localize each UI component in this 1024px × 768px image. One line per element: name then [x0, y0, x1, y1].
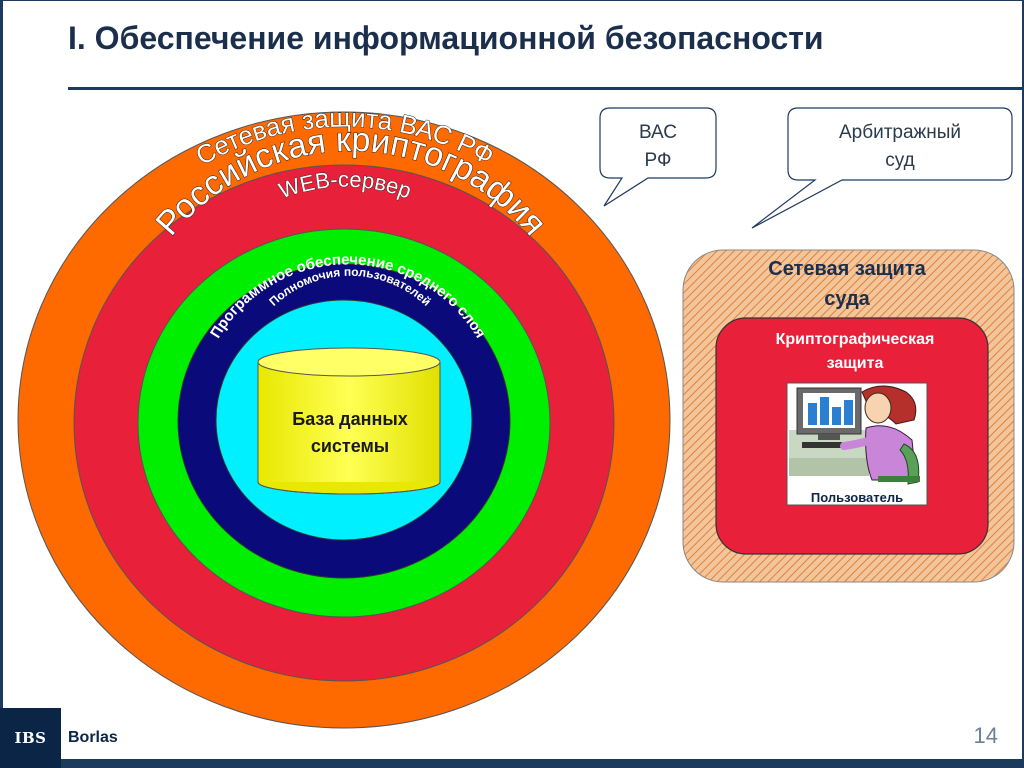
court-crypto-line2: защита — [827, 355, 884, 372]
court-crypto-line1: Криптографическая — [776, 331, 935, 348]
user-label: Пользователь — [811, 490, 903, 505]
title-divider — [68, 87, 1024, 90]
callout-vas — [599, 107, 717, 207]
user-at-computer-icon — [786, 382, 928, 506]
slide-title: I. Обеспечение информационной безопаснос… — [68, 20, 824, 56]
database-label-line1: База данных — [292, 409, 407, 429]
slide-frame-right — [1022, 0, 1024, 768]
callout-court-line2: суд — [885, 150, 914, 171]
slide-frame-top — [0, 0, 1024, 1]
database-cylinder — [257, 347, 441, 495]
ibs-logo: IBS — [0, 708, 61, 768]
company-name: Borlas — [68, 729, 118, 746]
footer-divider — [61, 759, 1024, 768]
callout-court — [751, 107, 1013, 229]
court-network-title-line2: суда — [824, 288, 870, 310]
callout-vas-line1: ВАС — [639, 122, 677, 143]
ibs-logo-text: IBS — [14, 729, 47, 747]
callout-court-line1: Арбитражный — [839, 122, 961, 143]
callout-vas-line2: РФ — [645, 150, 672, 171]
court-network-title-line1: Сетевая защита — [768, 258, 926, 280]
page-number: 14 — [973, 723, 998, 748]
database-label-line2: системы — [311, 436, 389, 456]
slide-frame-left — [0, 0, 3, 768]
